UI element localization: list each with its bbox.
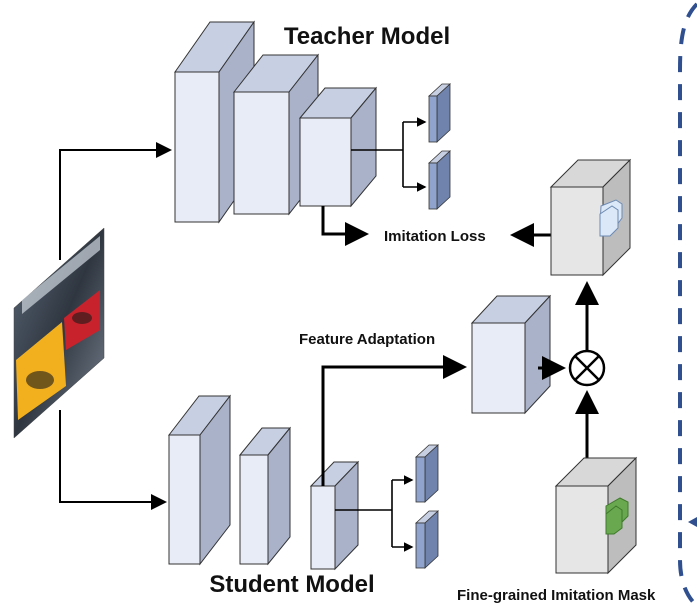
student-head-output-2 [414,510,440,569]
imitation-mask-block [554,456,638,575]
feature-adaptation-arrow [321,355,467,486]
student-layer-3 [309,460,360,571]
teacher-model-title: Teacher Model [284,23,450,50]
masked-feature-patch [599,199,623,237]
feature-adaptation-label: Feature Adaptation [299,331,435,348]
student-head-connector [335,475,414,552]
input-image [13,227,105,439]
imitation-loss-arrow [321,206,369,246]
multiply-operator [568,349,606,387]
teacher-model: Teacher Model [174,20,452,224]
imitation-mask-patch [605,497,629,535]
student-model: Student Model [167,394,440,598]
right-dashed-bracket [678,2,697,608]
student-layer-1 [167,394,232,566]
bracket-arrow [688,517,697,527]
teacher-layer-3 [298,86,378,208]
input-arrows [59,142,172,510]
student-layer-2 [238,426,292,566]
teacher-head-connector [351,117,427,192]
teacher-head-output-2 [427,150,452,210]
student-model-title: Student Model [209,571,374,598]
imitation-mask-label: Fine-grained Imitation Mask [457,587,656,604]
student-head-output-1 [414,444,440,503]
imitation-loss-label: Imitation Loss [384,228,486,245]
masked-feature-block [549,158,632,277]
teacher-head-output-1 [427,83,452,143]
adaptation-block [470,294,552,415]
